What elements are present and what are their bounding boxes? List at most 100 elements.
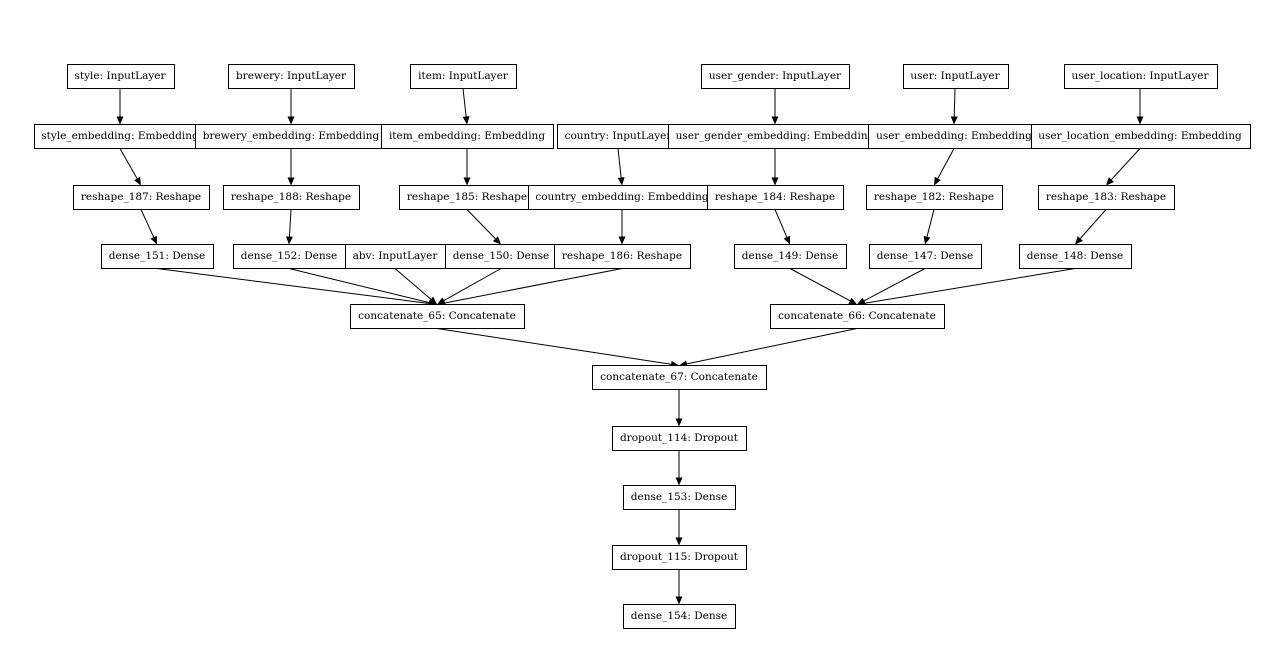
node-country: country: InputLayer bbox=[557, 124, 681, 149]
edge-line bbox=[443, 268, 502, 302]
node-box bbox=[592, 365, 767, 390]
node-brewery-embedding: brewery_embedding: Embedding bbox=[195, 124, 388, 149]
edge-line bbox=[462, 88, 467, 117]
node-label: reshape_184: Reshape bbox=[715, 191, 835, 203]
node-reshape-184: reshape_184: Reshape bbox=[707, 185, 844, 210]
edge-line bbox=[617, 148, 622, 178]
node-box bbox=[1031, 124, 1251, 149]
node-box bbox=[34, 124, 208, 149]
node-box bbox=[445, 244, 558, 269]
node-label: item: InputLayer bbox=[418, 70, 509, 82]
node-box bbox=[866, 185, 1003, 210]
node-label: dense_151: Dense bbox=[109, 250, 205, 262]
edge-user-location-embedding-to-reshape-183 bbox=[1106, 148, 1141, 186]
node-label: concatenate_66: Concatenate bbox=[778, 310, 936, 322]
node-label: concatenate_65: Concatenate bbox=[358, 310, 516, 322]
edge-concatenate-65-to-concatenate-67 bbox=[436, 328, 679, 368]
edge-user-location-to-user-location-embedding bbox=[1136, 88, 1144, 125]
node-label: user_location: InputLayer bbox=[1071, 70, 1209, 82]
arrowhead-icon bbox=[675, 418, 683, 427]
edge-dropout-114-to-dense-153 bbox=[675, 450, 683, 486]
node-dropout-115: dropout_115: Dropout bbox=[612, 545, 747, 570]
edge-dropout-115-to-dense-154 bbox=[675, 569, 683, 605]
node-box bbox=[399, 185, 536, 210]
node-box bbox=[345, 244, 447, 269]
arrowhead-icon bbox=[934, 176, 941, 186]
edge-line bbox=[686, 328, 858, 365]
arrowhead-icon bbox=[285, 236, 293, 245]
node-user: user: InputLayer bbox=[903, 64, 1009, 89]
node-label: reshape_186: Reshape bbox=[562, 250, 682, 262]
node-box bbox=[195, 124, 388, 149]
node-brewery: brewery: InputLayer bbox=[228, 64, 355, 89]
node-dense-151: dense_151: Dense bbox=[101, 244, 214, 269]
edge-concatenate-66-to-concatenate-67 bbox=[679, 328, 858, 368]
arrowhead-icon bbox=[463, 177, 471, 186]
node-box bbox=[557, 124, 681, 149]
edge-reshape-185-to-dense-150 bbox=[466, 209, 501, 245]
arrowhead-icon bbox=[848, 297, 857, 305]
node-abv: abv: InputLayer bbox=[345, 244, 447, 269]
node-dense-153: dense_153: Dense bbox=[623, 485, 736, 510]
node-reshape-182: reshape_182: Reshape bbox=[866, 185, 1003, 210]
edge-line bbox=[466, 209, 496, 240]
node-user-gender: user_gender: InputLayer bbox=[701, 64, 850, 89]
node-user-embedding: user_embedding: Embedding bbox=[868, 124, 1041, 149]
node-user-location-embedding: user_location_embedding: Embedding bbox=[1031, 124, 1251, 149]
node-dense-148: dense_148: Dense bbox=[1019, 244, 1132, 269]
arrowhead-icon bbox=[675, 477, 683, 486]
node-item: item: InputLayer bbox=[410, 64, 517, 89]
node-label: user_embedding: Embedding bbox=[876, 130, 1032, 142]
edge-line bbox=[156, 268, 430, 304]
edge-dense-149-to-concatenate-66 bbox=[789, 268, 857, 305]
edge-reshape-187-to-dense-151 bbox=[140, 209, 157, 245]
node-box bbox=[1064, 64, 1218, 89]
node-box bbox=[734, 244, 847, 269]
arrowhead-icon bbox=[783, 235, 791, 245]
node-style: style: InputLayer bbox=[67, 64, 175, 89]
arrowhead-icon bbox=[771, 177, 779, 186]
node-label: country: InputLayer bbox=[565, 130, 673, 142]
node-box bbox=[410, 64, 517, 89]
node-label: dense_153: Dense bbox=[631, 491, 727, 503]
node-box bbox=[73, 185, 210, 210]
node-reshape-183: reshape_183: Reshape bbox=[1038, 185, 1175, 210]
node-reshape-187: reshape_187: Reshape bbox=[73, 185, 210, 210]
node-concatenate-67: concatenate_67: Concatenate bbox=[592, 365, 767, 390]
node-box bbox=[1038, 185, 1175, 210]
node-item-embedding: item_embedding: Embedding bbox=[381, 124, 554, 149]
node-label: dense_147: Dense bbox=[877, 250, 973, 262]
edge-concatenate-67-to-dropout-114 bbox=[675, 389, 683, 427]
arrowhead-icon bbox=[950, 116, 958, 125]
arrowhead-icon bbox=[617, 177, 625, 186]
edge-line bbox=[864, 268, 1076, 304]
node-label: dropout_114: Dropout bbox=[620, 432, 739, 444]
node-label: style: InputLayer bbox=[75, 70, 167, 82]
arrowhead-icon bbox=[618, 236, 626, 245]
node-label: user_gender: InputLayer bbox=[709, 70, 842, 82]
node-label: reshape_182: Reshape bbox=[874, 191, 994, 203]
arrowhead-icon bbox=[462, 116, 470, 125]
node-label: reshape_185: Reshape bbox=[407, 191, 527, 203]
node-box bbox=[770, 304, 945, 329]
node-box bbox=[869, 244, 982, 269]
node-box bbox=[350, 304, 525, 329]
edge-line bbox=[288, 209, 292, 237]
arrowhead-icon bbox=[1136, 116, 1144, 125]
node-box bbox=[67, 64, 175, 89]
node-label: reshape_187: Reshape bbox=[81, 191, 201, 203]
arrowhead-icon bbox=[428, 296, 437, 305]
arrowhead-icon bbox=[923, 235, 931, 245]
node-box bbox=[101, 244, 214, 269]
edge-line bbox=[288, 268, 430, 304]
node-user-gender-embedding: user_gender_embedding: Embedding bbox=[668, 124, 884, 149]
node-label: country_embedding: Embedding bbox=[535, 191, 709, 203]
node-dense-147: dense_147: Dense bbox=[869, 244, 982, 269]
arrowhead-icon bbox=[116, 116, 124, 125]
node-user-location: user_location: InputLayer bbox=[1064, 64, 1218, 89]
edge-user-embedding-to-reshape-182 bbox=[934, 148, 955, 186]
arrowhead-icon bbox=[287, 116, 295, 125]
node-country-embedding: country_embedding: Embedding bbox=[528, 185, 718, 210]
arrowhead-icon bbox=[675, 596, 683, 605]
edge-line bbox=[1111, 148, 1141, 180]
